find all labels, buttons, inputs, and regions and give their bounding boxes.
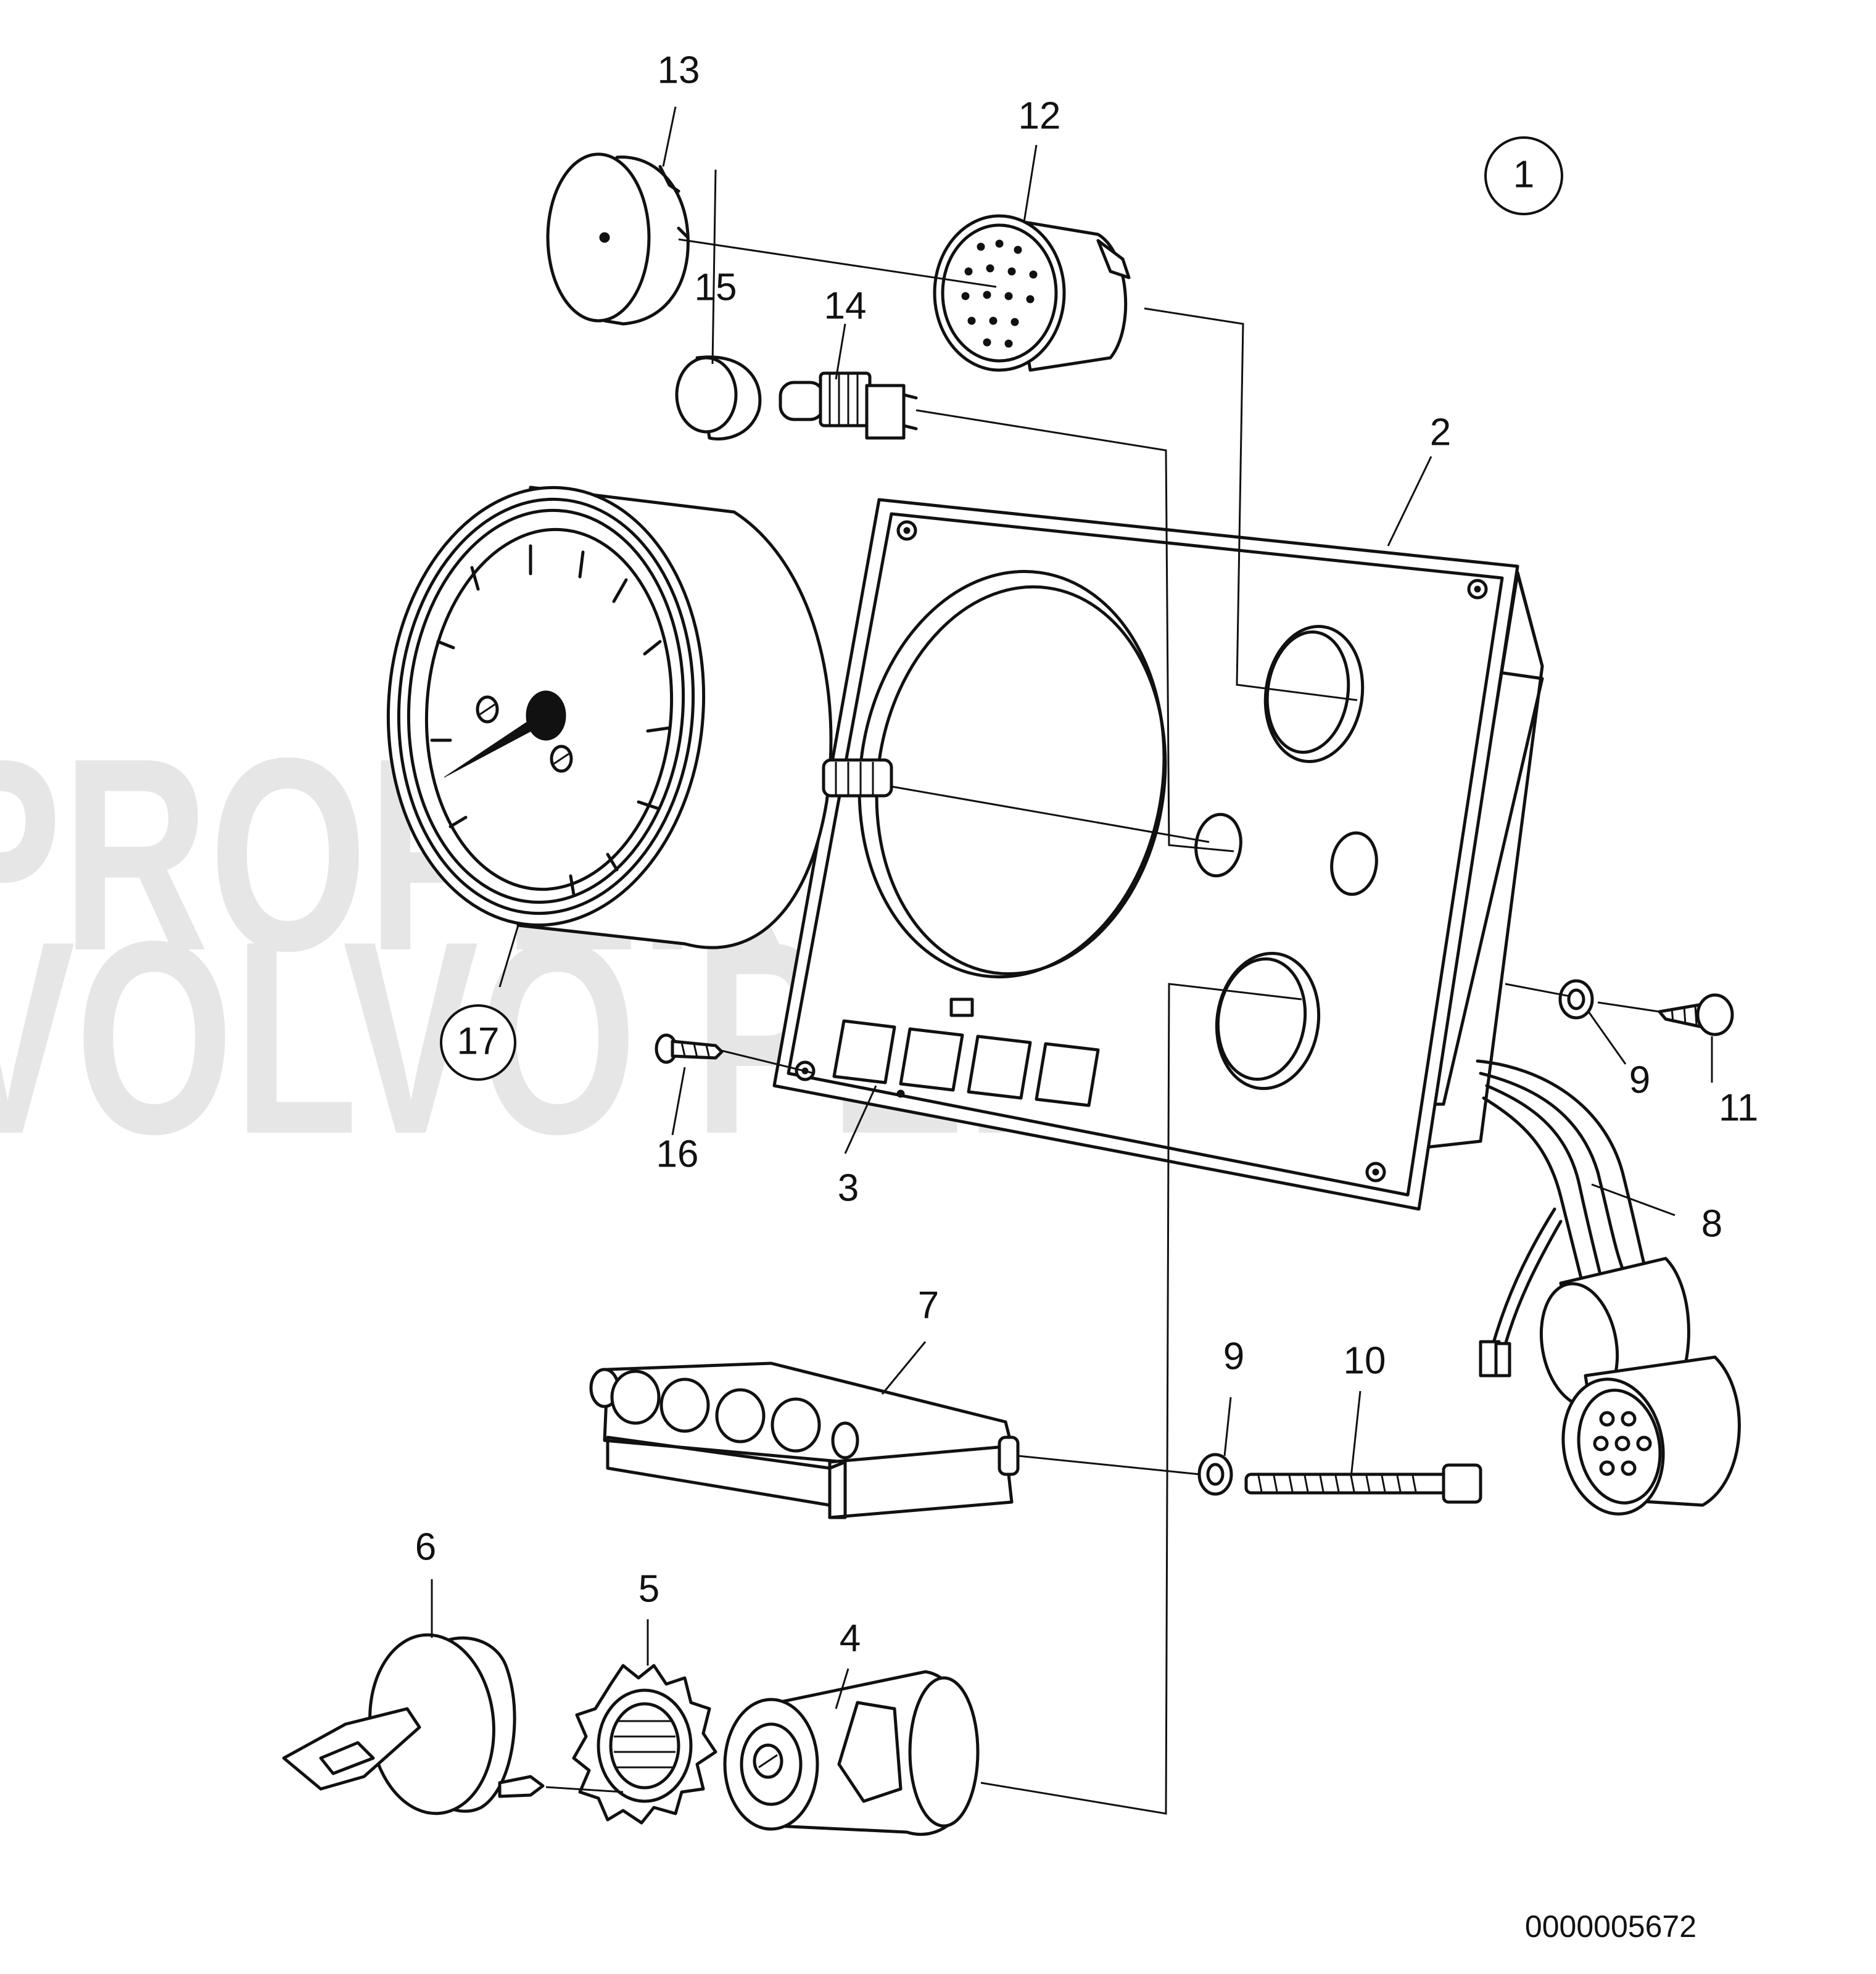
- callout-17-circle: [440, 1004, 516, 1081]
- part-6-ignition-key[interactable]: [282, 1630, 545, 1819]
- part-2-instrument-panel[interactable]: [772, 498, 1544, 1211]
- part-16-screw[interactable]: [655, 1033, 724, 1064]
- callout-10: 10: [1344, 1339, 1386, 1382]
- callout-16: 16: [656, 1133, 699, 1175]
- group-callout-circle: [1484, 136, 1563, 215]
- part-9-washer-lower[interactable]: [1197, 1453, 1233, 1496]
- part-5-toothed-nut[interactable]: [572, 1664, 717, 1825]
- callout-12: 12: [1019, 94, 1061, 137]
- part-14-indicator-switch[interactable]: [779, 371, 918, 440]
- part-15-lamp-cap[interactable]: [675, 355, 762, 441]
- connector-pins: [961, 239, 1038, 348]
- callout-17: 17: [457, 1020, 500, 1062]
- callout-5: 5: [638, 1567, 659, 1610]
- callout-13: 13: [658, 49, 700, 91]
- callout-11: 11: [1719, 1086, 1758, 1129]
- callout-2: 2: [1430, 411, 1451, 453]
- callout-7: 7: [918, 1284, 939, 1326]
- leader-lines: [431, 106, 1713, 1815]
- callout-14: 14: [824, 284, 867, 327]
- callout-8: 8: [1701, 1202, 1722, 1245]
- part-13-cover-cap[interactable]: [546, 152, 690, 326]
- part-9-washer-upper[interactable]: [1558, 979, 1594, 1020]
- part-7-switch-block[interactable]: [589, 1361, 1020, 1519]
- callout-3: 3: [838, 1167, 859, 1209]
- callout-9-lower: 9: [1223, 1335, 1244, 1377]
- callout-4: 4: [840, 1617, 861, 1659]
- part-12-connector-socket[interactable]: [933, 214, 1131, 372]
- part-11-screw[interactable]: [1658, 993, 1734, 1036]
- callout-labels: 13 12 15 14 2 3 16 9 11 8 7 9 10 6 5 4 1…: [415, 49, 1758, 1659]
- harness-connector-pins: [1593, 1411, 1652, 1476]
- part-10-bolt[interactable]: [1244, 1463, 1482, 1504]
- gauge-scale-ticks: [430, 544, 671, 896]
- callout-9-upper: 9: [1629, 1059, 1650, 1101]
- callout-6: 6: [415, 1526, 436, 1568]
- part-3-warning-lamp-strip[interactable]: [832, 1019, 1100, 1107]
- drawing-number: 0000005672: [1525, 1909, 1696, 1944]
- part-4-lock-cylinder[interactable]: [723, 1670, 980, 1836]
- group-callout-label: 1: [1513, 153, 1534, 196]
- part-17-tachometer-gauge[interactable]: [374, 477, 893, 949]
- part-8-wiring-harness[interactable]: [1476, 1059, 1741, 1522]
- callout-15: 15: [695, 266, 737, 308]
